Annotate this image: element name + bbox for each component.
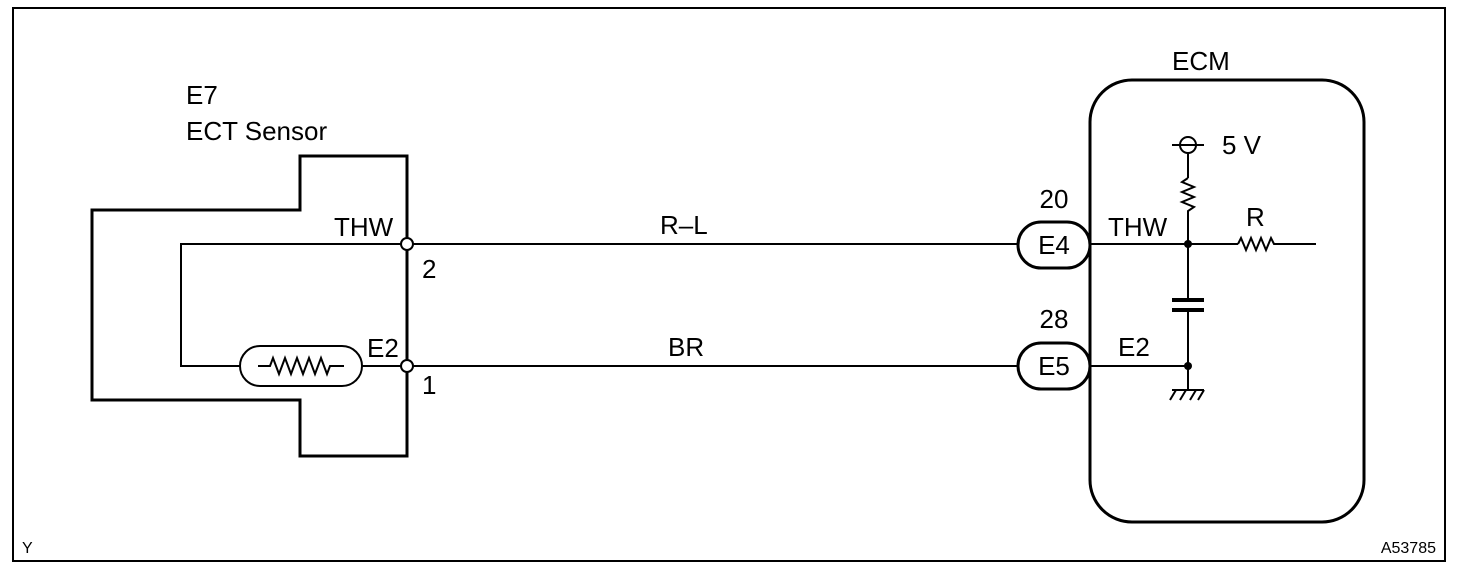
ecm-resistor-r-icon [1237, 235, 1316, 253]
ecm-box [1088, 78, 1366, 524]
pullup-resistor-icon [1179, 177, 1197, 244]
connector-e5-pin: 28 [1040, 304, 1069, 334]
diagram-frame [12, 7, 1446, 562]
sensor-code: E7 [186, 80, 218, 110]
thermistor-icon [258, 355, 344, 377]
connector-e5-label: E5 [1038, 351, 1070, 381]
junction-e2-dot [1184, 362, 1192, 370]
terminal-thw-icon [400, 237, 414, 251]
sensor-pin-thw-number: 2 [422, 254, 436, 284]
sensor-internal-loop [180, 243, 407, 367]
terminal-e2-icon [400, 359, 414, 373]
sensor-pin-e2-label: E2 [367, 333, 399, 363]
ect-sensor-housing [90, 154, 409, 458]
connector-e4-label: E4 [1038, 230, 1070, 260]
ecm-title: ECM [1172, 46, 1230, 76]
corner-left-label: Y [22, 540, 33, 557]
ecm-resistor-label: R [1246, 202, 1265, 232]
sensor-pin-e2-number: 1 [422, 370, 436, 400]
connector-e4-pin: 20 [1040, 184, 1069, 214]
ecm-e2-label: E2 [1118, 332, 1150, 362]
ground-icon [1169, 389, 1205, 401]
wire-thw-color: R–L [660, 210, 708, 240]
ecm-thw-label: THW [1108, 212, 1168, 242]
sensor-name: ECT Sensor [186, 116, 327, 146]
figure-code: A53785 [1381, 540, 1436, 557]
wire-e2-color: BR [668, 332, 704, 362]
sensor-pin-thw-label: THW [334, 212, 394, 242]
ecm-voltage-label: 5 V [1222, 130, 1262, 160]
